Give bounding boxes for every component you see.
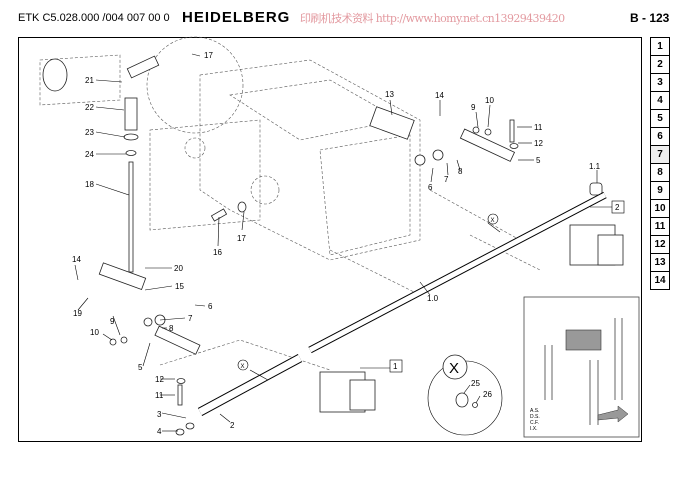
callout: 26 xyxy=(483,390,492,399)
detail-marker-x: X xyxy=(241,364,245,370)
index-tab-12[interactable]: 12 xyxy=(650,235,670,253)
valve-unit-1 xyxy=(319,371,376,413)
page-number: B - 123 xyxy=(630,11,670,25)
callout: 1.1 xyxy=(589,162,601,171)
callout: 6 xyxy=(428,183,433,192)
callout: 17 xyxy=(204,51,213,60)
callout: 5 xyxy=(536,156,541,165)
callout: 25 xyxy=(471,379,480,388)
callout: 11 xyxy=(155,391,164,400)
index-tab-13[interactable]: 13 xyxy=(650,253,670,271)
index-tab-11[interactable]: 11 xyxy=(650,217,670,235)
callout: 20 xyxy=(174,264,183,273)
callout: 10 xyxy=(485,96,494,105)
leader-lines xyxy=(74,53,612,432)
callout: 3 xyxy=(157,410,162,419)
callout: 22 xyxy=(85,103,94,112)
callout: 7 xyxy=(444,175,449,184)
index-tab-10[interactable]: 10 xyxy=(650,199,670,217)
callout: 9 xyxy=(471,103,476,112)
index-tab-5[interactable]: 5 xyxy=(650,109,670,127)
inset-text: I.X. xyxy=(530,426,538,432)
index-tab-9[interactable]: 9 xyxy=(650,181,670,199)
callout: 24 xyxy=(85,150,94,159)
callout: 10 xyxy=(90,328,99,337)
index-tab-7[interactable]: 7 xyxy=(650,145,670,163)
index-tab-1[interactable]: 1 xyxy=(650,37,670,55)
ref-box-2: 2 xyxy=(615,203,620,212)
arrow-icon xyxy=(597,405,629,423)
callout: 4 xyxy=(157,427,162,436)
callout: 18 xyxy=(85,180,94,189)
machine-housing xyxy=(39,36,541,371)
callout: 13 xyxy=(385,90,394,99)
callout: 12 xyxy=(534,139,543,148)
callout: 8 xyxy=(458,167,463,176)
callout: 2 xyxy=(230,421,235,430)
detail-x-badge xyxy=(442,354,468,380)
index-tab-6[interactable]: 6 xyxy=(650,127,670,145)
brand-logo: HEIDELBERG xyxy=(182,9,291,26)
callout: 9 xyxy=(110,317,115,326)
index-tab-4[interactable]: 4 xyxy=(650,91,670,109)
knob xyxy=(42,58,68,92)
callout: 7 xyxy=(188,314,193,323)
watermark-text: 印刷机技术资料 http://www.homy.net.cn1392943942… xyxy=(300,12,565,25)
callout: 14 xyxy=(72,255,81,264)
inset-text: D.S. xyxy=(530,414,540,420)
callout: 8 xyxy=(169,324,174,333)
valve-unit-2 xyxy=(569,224,624,266)
callout-labels: 17 21 22 23 24 18 13 14 9 10 11 12 5 6 7… xyxy=(72,51,601,436)
callout: 14 xyxy=(435,91,444,100)
callout: 21 xyxy=(85,76,94,85)
callout: 6 xyxy=(208,302,213,311)
callout: 12 xyxy=(155,375,164,384)
shaft-1-0 xyxy=(308,191,607,354)
index-tab-14[interactable]: 14 xyxy=(650,271,670,290)
callout: 16 xyxy=(213,248,222,257)
callout: 15 xyxy=(175,282,184,291)
inset-text: C.F. xyxy=(530,420,539,426)
callout: 1.0 xyxy=(427,294,439,303)
callout: 11 xyxy=(534,123,543,132)
callout: 5 xyxy=(138,363,143,372)
document-code: ETK C5.028.000 /004 007 00 0 xyxy=(18,12,170,24)
detail-marker-x: X xyxy=(491,218,495,224)
index-tab-2[interactable]: 2 xyxy=(650,55,670,73)
callout: 19 xyxy=(73,309,82,318)
callout: 23 xyxy=(85,128,94,137)
inset-text: A.S. xyxy=(530,408,539,414)
diagram-frame xyxy=(18,37,642,442)
detail-x-label: X xyxy=(449,360,459,377)
callout: 17 xyxy=(237,234,246,243)
ref-box-1: 1 xyxy=(393,362,398,371)
index-tab-8[interactable]: 8 xyxy=(650,163,670,181)
parts xyxy=(98,55,603,436)
index-tab-3[interactable]: 3 xyxy=(650,73,670,91)
shaft-2 xyxy=(197,354,303,416)
